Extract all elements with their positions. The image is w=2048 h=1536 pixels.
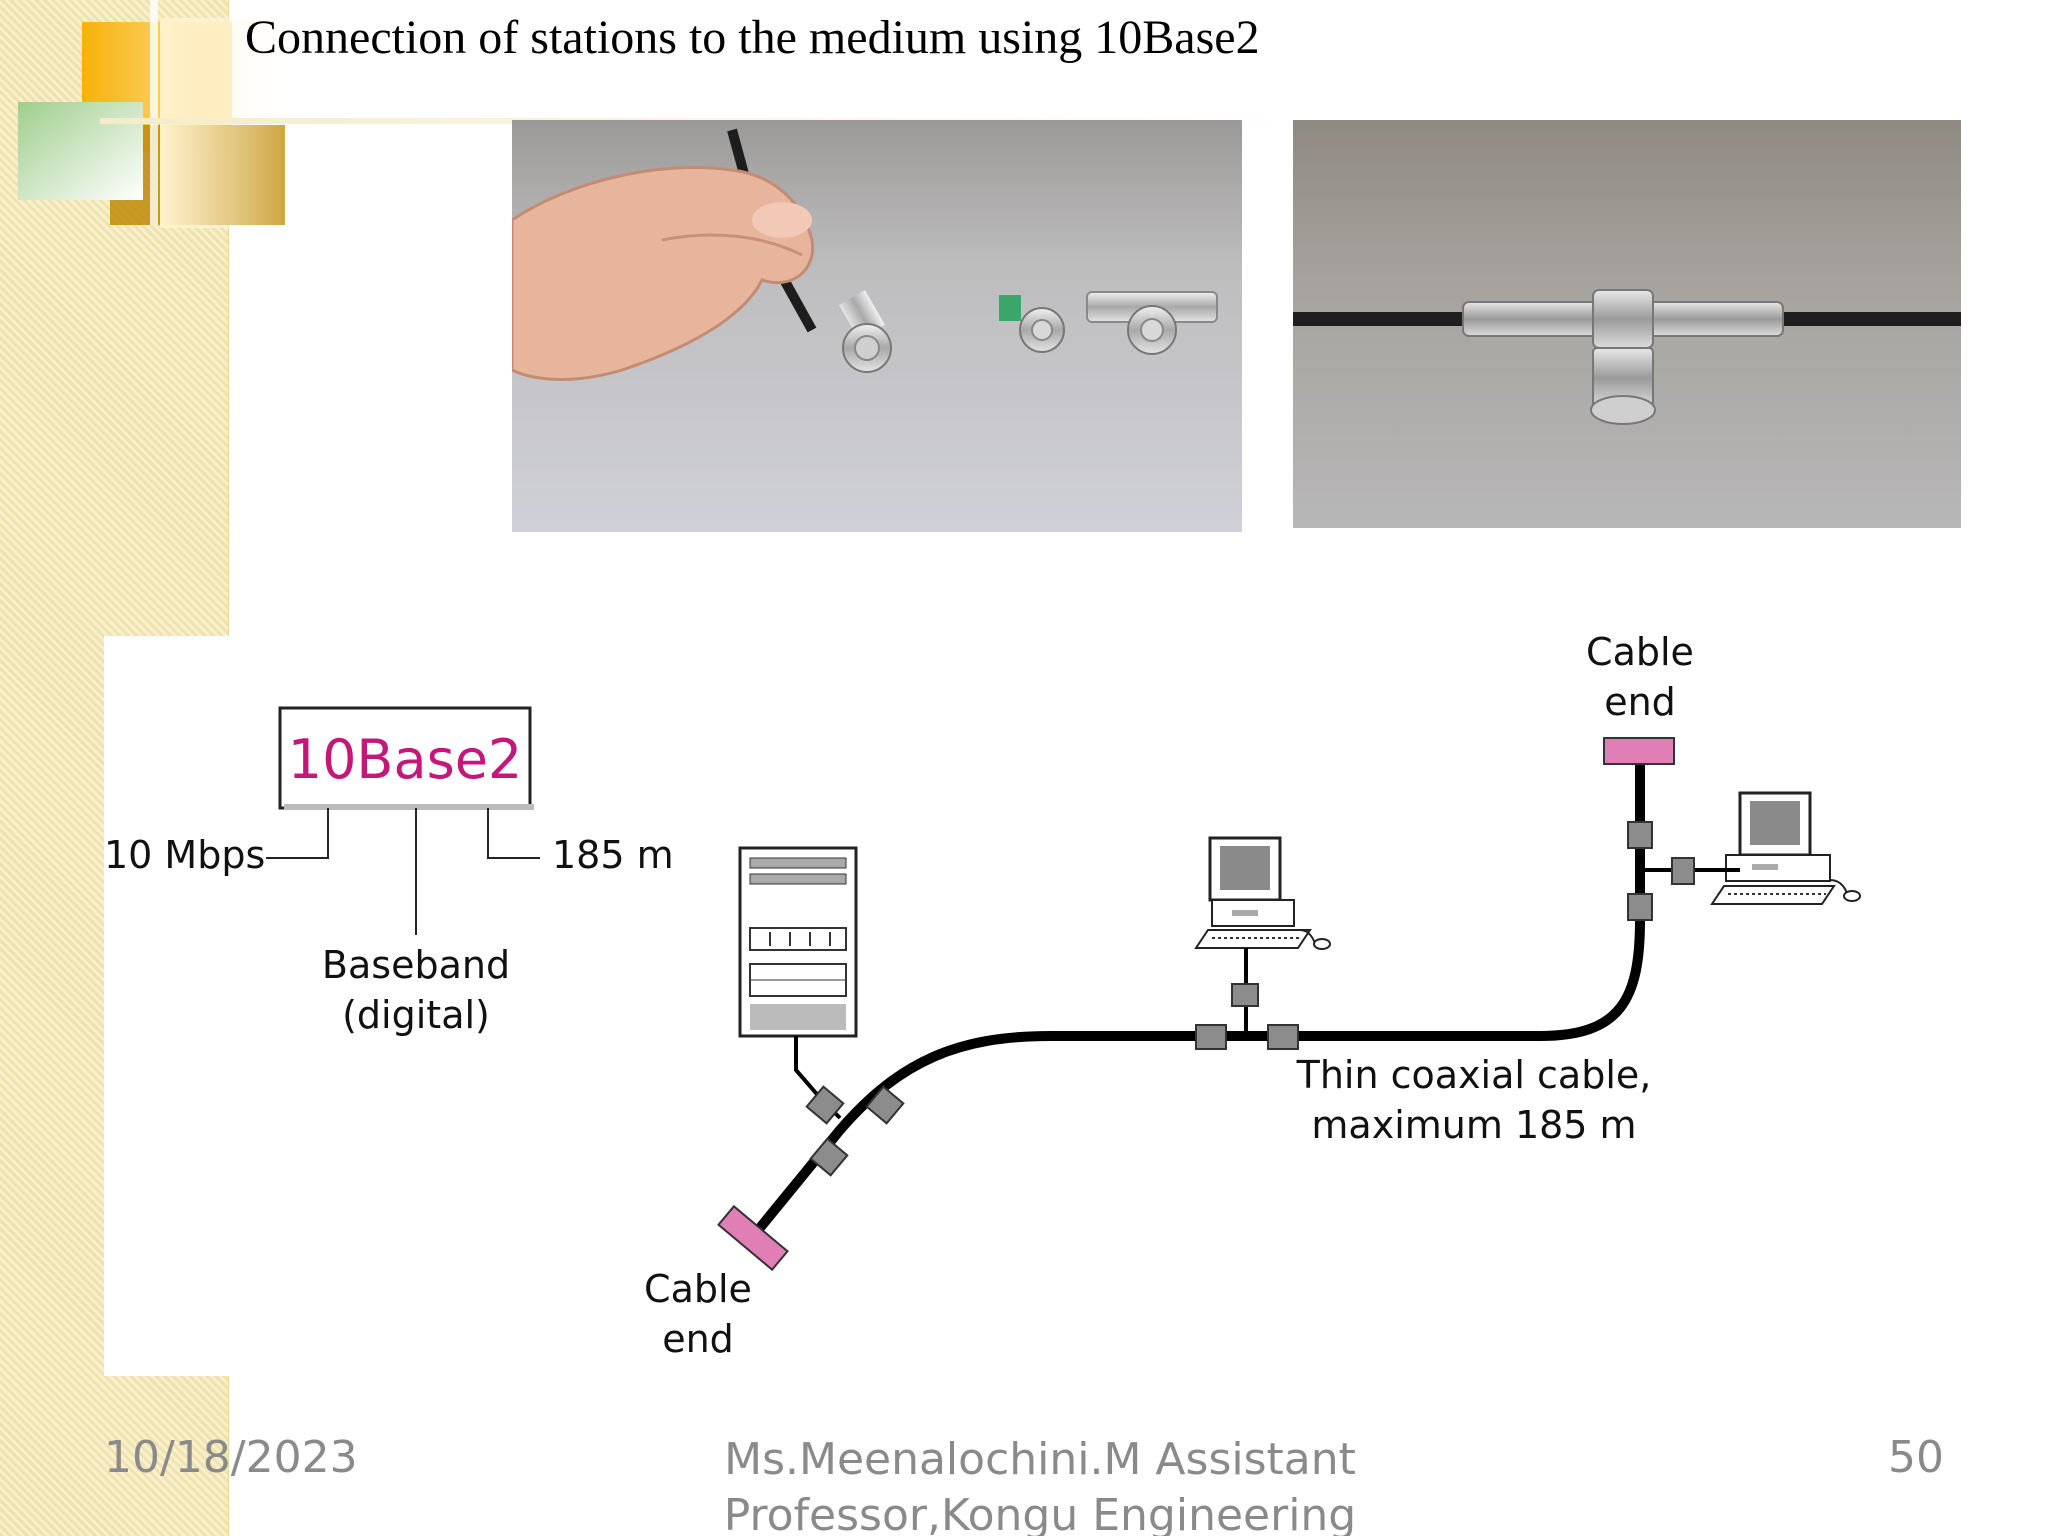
corner-decoration bbox=[18, 0, 300, 228]
signal-label-line2: (digital) bbox=[342, 993, 490, 1037]
bnc-connectors-photo bbox=[512, 120, 1242, 532]
t-connector-cable-photo bbox=[1293, 120, 1961, 528]
signal-label-line1: Baseband bbox=[322, 943, 510, 987]
cable-end-top-label-line1: Cable bbox=[1586, 630, 1694, 674]
t-connector-right bbox=[1627, 821, 1695, 921]
standard-label-box bbox=[278, 706, 532, 810]
cable-caption-line2: maximum 185 m bbox=[1311, 1103, 1636, 1147]
cable-end-terminator-bottom bbox=[717, 1204, 789, 1272]
footer-page-number: 50 bbox=[1888, 1432, 1944, 1483]
standard-label: 10Base2 bbox=[288, 728, 523, 791]
footer-date: 10/18/2023 bbox=[104, 1432, 358, 1483]
footer-presenter: Ms.Meenalochini.M Assistant Professor,Ko… bbox=[723, 1434, 1357, 1536]
rate-label: 10 Mbps bbox=[104, 833, 265, 877]
computer-right-icon bbox=[1710, 791, 1861, 905]
rate-leader-line bbox=[266, 808, 329, 859]
thin-coaxial-cable bbox=[746, 758, 1645, 1244]
length-leader-line bbox=[487, 808, 540, 859]
cable-caption-line1: Thin coaxial cable, bbox=[1296, 1053, 1652, 1097]
length-label: 185 m bbox=[552, 833, 674, 877]
t-connector-middle bbox=[1195, 983, 1299, 1050]
hand-shape bbox=[512, 165, 815, 381]
cable-end-terminator-top bbox=[1603, 737, 1675, 765]
server-tower-icon bbox=[738, 846, 858, 1038]
slide-title: Connection of stations to the medium usi… bbox=[245, 11, 1260, 64]
cable-end-top-label-line2: end bbox=[1604, 680, 1676, 724]
cable-end-bottom-label-line2: end bbox=[662, 1317, 734, 1361]
cable-end-bottom-label-line1: Cable bbox=[644, 1267, 752, 1311]
t-connector-server bbox=[805, 1085, 905, 1177]
computer-middle-icon bbox=[1194, 836, 1331, 950]
